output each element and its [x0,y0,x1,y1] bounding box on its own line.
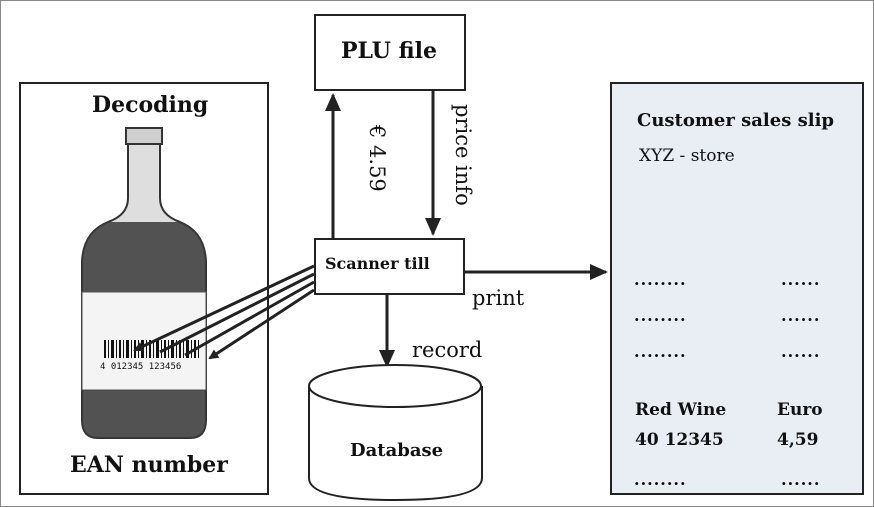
barcode-digits: 4 012345 123456 [100,362,181,372]
slip-row-3-left: ........ [634,342,687,361]
slip-row-2-right: ...... [781,306,821,325]
slip-row-1-left: ........ [634,270,687,289]
slip-row-3-right: ...... [781,342,821,361]
database-label: Database [350,440,444,461]
ean-number-label: EAN number [70,452,228,478]
plu-file-box [314,14,466,91]
slip-item-code: 40 12345 [635,430,724,450]
price-amount-label: € 4.59 [365,124,389,192]
slip-last-row-left: ........ [634,470,687,489]
decoding-title: Decoding [92,92,209,118]
print-label: print [472,286,525,310]
slip-item-price: 4,59 [777,430,819,450]
record-label: record [412,338,482,362]
sales-slip-panel [610,82,864,495]
plu-file-label: PLU file [341,38,438,64]
scanner-till-label: Scanner till [325,254,430,273]
scan-beam [133,264,315,360]
slip-last-row-right: ...... [781,470,821,489]
scanner-till-box [314,238,465,295]
slip-row-2-left: ........ [634,306,687,325]
slip-currency: Euro [777,400,823,420]
slip-title: Customer sales slip [637,110,834,131]
database-cylinder-icon [308,364,483,502]
wine-bottle [81,127,207,439]
slip-row-1-right: ...... [781,270,821,289]
price-info-label: price info [451,104,475,206]
slip-store: XYZ - store [639,146,735,166]
slip-item-name: Red Wine [635,400,727,420]
